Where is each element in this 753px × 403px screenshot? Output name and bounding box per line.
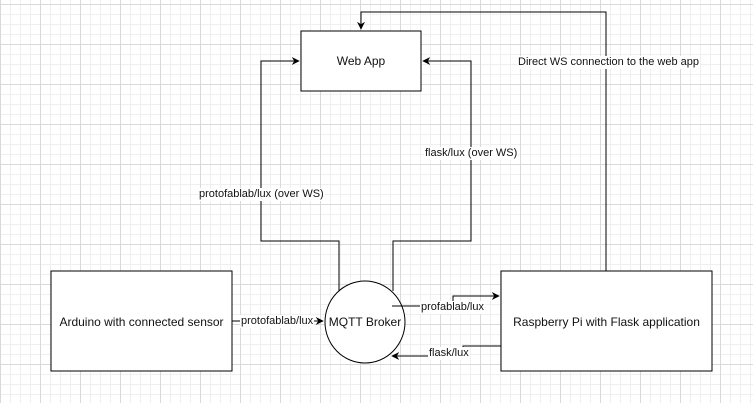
protofablab-ws-label: protofablab/lux (over WS) (198, 188, 325, 201)
raspberry-pi-node[interactable] (500, 270, 713, 372)
edge-flask-ws (392, 57, 472, 291)
web-app-node[interactable] (300, 30, 422, 92)
mqtt-broker-node[interactable] (324, 280, 406, 364)
edge-direct-ws (357, 11, 607, 271)
pi-to-broker-label: flask/lux (428, 347, 470, 360)
edge-protofablab-ws (260, 57, 340, 291)
arduino-node[interactable] (50, 270, 233, 372)
direct-ws-label: Direct WS connection to the web app (517, 56, 700, 69)
broker-to-pi-label: profablab/lux (420, 301, 485, 314)
arduino-to-broker-label: protofablab/lux (240, 315, 315, 328)
raspberry-pi-label: Raspberry Pi with Flask application (513, 315, 700, 329)
flask-ws-label: flask/lux (over WS) (424, 147, 519, 160)
arduino-label: Arduino with connected sensor (59, 315, 224, 329)
mqtt-broker-label: MQTT Broker (328, 315, 402, 329)
web-app-label: Web App (336, 54, 386, 68)
